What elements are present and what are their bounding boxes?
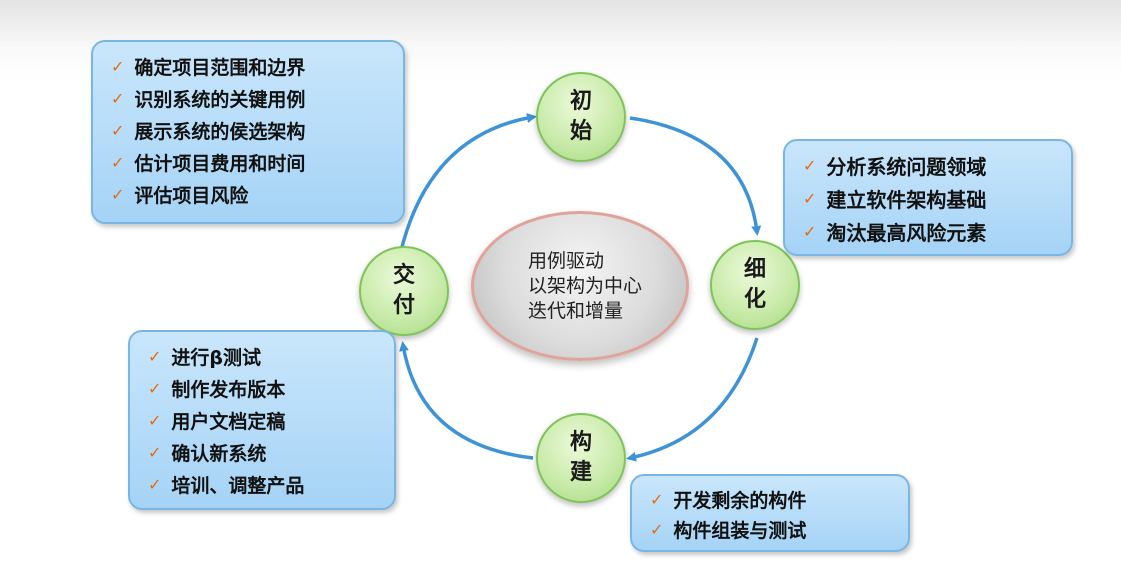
check-icon: ✓	[111, 120, 125, 140]
check-icon: ✓	[148, 442, 162, 462]
transition-task-box: ✓进行β测试 ✓制作发布版本 ✓用户文档定稿 ✓确认新系统 ✓培训、调整产品	[128, 330, 396, 510]
list-item: ✓建立软件架构基础	[803, 188, 987, 212]
check-icon: ✓	[803, 189, 817, 208]
phase-transition: 交 付	[359, 246, 449, 336]
list-item: ✓评估项目风险	[111, 184, 249, 207]
check-icon: ✓	[111, 88, 125, 108]
check-icon: ✓	[650, 489, 664, 509]
phase-elaboration-char-2: 化	[743, 287, 766, 312]
list-item: ✓展示系统的侯选架构	[111, 120, 306, 143]
arrow-transition-to-inception	[398, 113, 537, 256]
phase-construction: 构 建	[536, 413, 626, 503]
phase-transition-char-1: 交	[392, 263, 415, 288]
phase-elaboration: 细 化	[710, 240, 800, 330]
list-item: ✓开发剩余的构件	[650, 489, 807, 512]
list-item: ✓制作发布版本	[148, 378, 286, 401]
arrow-elaboration-to-construction	[626, 337, 759, 462]
phase-construction-char-1: 构	[569, 430, 592, 455]
arrow-construction-to-transition	[399, 341, 534, 460]
check-icon: ✓	[148, 474, 162, 494]
phase-elaboration-char-1: 细	[743, 257, 766, 282]
check-icon: ✓	[650, 519, 664, 539]
top-background-strip	[0, 0, 1121, 42]
list-item: ✓分析系统问题领域	[803, 155, 987, 179]
phase-construction-char-2: 建	[569, 460, 592, 485]
list-item: ✓用户文档定稿	[148, 410, 286, 433]
arrow-inception-to-elaboration	[629, 116, 762, 236]
phase-inception: 初 始	[536, 72, 626, 162]
elaboration-task-box: ✓分析系统问题领域 ✓建立软件架构基础 ✓淘汰最高风险元素	[783, 139, 1073, 256]
check-icon: ✓	[148, 346, 162, 366]
phase-inception-char-2: 始	[569, 119, 592, 144]
list-item: ✓淘汰最高风险元素	[803, 221, 987, 245]
phase-inception-char-1: 初	[569, 89, 592, 114]
check-icon: ✓	[148, 378, 162, 398]
phase-transition-char-2: 付	[392, 293, 415, 318]
list-item: ✓构件组装与测试	[650, 519, 807, 542]
inception-task-box: ✓确定项目范围和边界 ✓识别系统的关键用例 ✓展示系统的侯选架构 ✓估计项目费用…	[91, 40, 405, 224]
check-icon: ✓	[111, 152, 125, 172]
check-icon: ✓	[111, 184, 125, 204]
list-item: ✓确认新系统	[148, 442, 267, 465]
check-icon: ✓	[148, 410, 162, 430]
list-item: ✓估计项目费用和时间	[111, 152, 306, 175]
center-line-3: 迭代和增量	[528, 299, 624, 322]
list-item: ✓进行β测试	[148, 346, 262, 369]
check-icon: ✓	[111, 56, 125, 76]
list-item: ✓识别系统的关键用例	[111, 88, 306, 111]
check-icon: ✓	[803, 156, 817, 175]
center-line-1: 用例驱动	[528, 249, 605, 272]
list-item: ✓确定项目范围和边界	[111, 56, 306, 79]
construction-task-box: ✓开发剩余的构件 ✓构件组装与测试	[630, 474, 910, 552]
center-hub: 用例驱动 以架构为中心 迭代和增量	[471, 211, 689, 361]
list-item: ✓培训、调整产品	[148, 474, 305, 497]
center-line-2: 以架构为中心	[528, 274, 643, 297]
check-icon: ✓	[803, 222, 817, 241]
